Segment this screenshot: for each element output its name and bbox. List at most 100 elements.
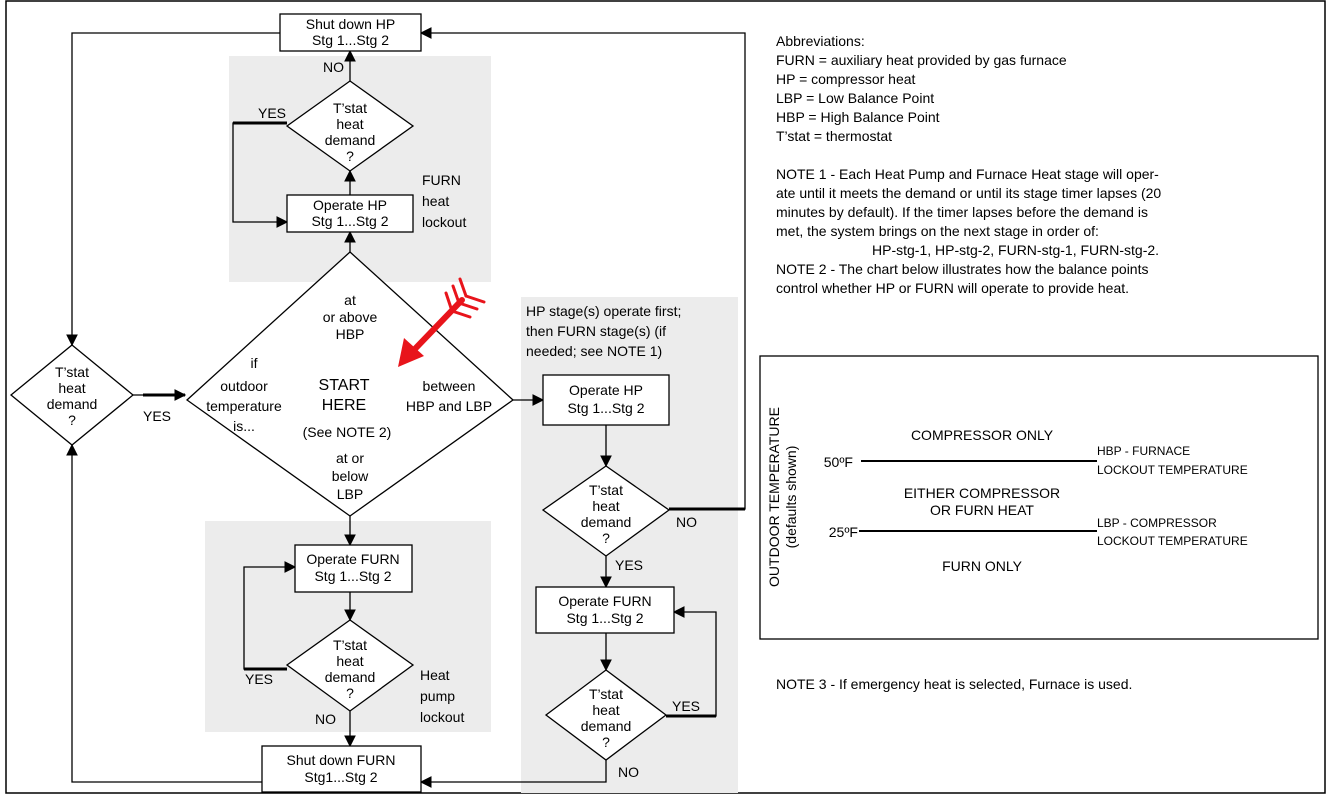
note1-line: NOTE 1 - Each Heat Pump and Furnace Heat… [776, 166, 1159, 182]
decision-tstat-right-upper-line4: ? [602, 530, 610, 546]
label-yes-right-upper: YES [615, 557, 643, 573]
box-operate-hp-top-line1: Operate HP [313, 197, 387, 213]
label-yes-left: YES [143, 408, 171, 424]
start-at-below-line2: below [332, 468, 369, 484]
decision-tstat-right-lower-line4: ? [602, 734, 610, 750]
note1-line: ate until it meets the demand or until i… [776, 185, 1162, 201]
box-operate-hp-right-line1: Operate HP [569, 382, 643, 398]
label-compressor-only: COMPRESSOR ONLY [911, 427, 1054, 443]
hp-first-line2: then FURN stage(s) (if [526, 323, 666, 339]
abbrev-item: T’stat = thermostat [776, 128, 893, 144]
decision-tstat-left-line1: T’stat [55, 364, 89, 380]
label-no-bottom: NO [315, 711, 336, 727]
box-operate-hp-right: Operate HP Stg 1...Stg 2 [542, 374, 670, 426]
start-at-below-line1: at or [336, 450, 364, 466]
start-if-line4: is... [233, 418, 255, 434]
start-at-below-line3: LBP [337, 486, 363, 502]
box-shutdown-furn-line1: Shut down FURN [287, 752, 396, 768]
note2-line: NOTE 2 - The chart below illustrates how… [776, 261, 1149, 277]
box-shutdown-hp-line1: Shut down HP [306, 16, 396, 32]
start-here-line1: START [319, 377, 370, 394]
label-lbp-line2: LOCKOUT TEMPERATURE [1097, 534, 1248, 548]
start-at-above-line3: HBP [336, 326, 365, 342]
decision-start: at or above HBP if outdoor temperature i… [185, 251, 515, 517]
label-either-line2: OR FURN HEAT [930, 502, 1034, 518]
box-operate-furn-bottom-line1: Operate FURN [306, 551, 399, 567]
start-at-above-line1: at [344, 292, 356, 308]
balance-chart-axis-title: OUTDOOR TEMPERATURE [766, 407, 782, 587]
loop-accents [143, 121, 745, 718]
label-either-line1: EITHER COMPRESSOR [904, 485, 1060, 501]
decision-tstat-right-lower-line2: heat [592, 702, 619, 718]
box-operate-furn-right-line1: Operate FURN [558, 593, 651, 609]
start-if-line1: if [251, 355, 258, 371]
label-hbp-line1: HBP - FURNACE [1097, 444, 1190, 458]
label-no-right-lower: NO [618, 764, 639, 780]
label-furn-lockout: FURN heat lockout [422, 172, 466, 230]
decision-tstat-left-line4: ? [68, 412, 76, 428]
notes-panel: Abbreviations: FURN = auxiliary heat pro… [776, 32, 1326, 298]
label-furn-only: FURN ONLY [942, 558, 1023, 574]
note1-line: minutes by default). If the timer lapses… [776, 204, 1148, 220]
label-hp-lockout: Heat pump lockout [420, 667, 464, 725]
hp-lockout-line1: Heat [420, 667, 450, 683]
label-lbp-line1: LBP - COMPRESSOR [1097, 516, 1217, 530]
note3: NOTE 3 - If emergency heat is selected, … [776, 676, 1133, 692]
decision-tstat-right-upper-line2: heat [592, 498, 619, 514]
decision-tstat-right-lower-line3: demand [581, 718, 632, 734]
start-at-above-line2: or above [323, 309, 378, 325]
label-yes-bottom: YES [245, 671, 273, 687]
decision-tstat-left-line3: demand [47, 396, 98, 412]
box-operate-hp-top: Operate HP Stg 1...Stg 2 [286, 194, 414, 233]
decision-tstat-right-upper-line3: demand [581, 514, 632, 530]
decision-tstat-top: T’stat heat demand ? [285, 80, 415, 172]
abbrev-title: Abbreviations: [776, 33, 865, 49]
hp-lockout-line3: lockout [420, 709, 464, 725]
note1-order: HP-stg-1, HP-stg-2, FURN-stg-1, FURN-stg… [872, 242, 1160, 258]
abbrev-item: FURN = auxiliary heat provided by gas fu… [776, 52, 1067, 68]
label-yes-top: YES [258, 105, 286, 121]
box-operate-furn-bottom-line2: Stg 1...Stg 2 [314, 568, 391, 584]
decision-tstat-bottom-line1: T’stat [333, 637, 367, 653]
box-shutdown-furn: Shut down FURN Stg1...Stg 2 [261, 745, 422, 793]
hp-first-line3: needed; see NOTE 1) [526, 343, 662, 359]
furn-lockout-line1: FURN [422, 172, 461, 188]
decision-tstat-top-line2: heat [336, 116, 363, 132]
box-operate-furn-right-line2: Stg 1...Stg 2 [566, 610, 643, 626]
balance-point-chart: OUTDOOR TEMPERATURE (defaults shown) COM… [759, 355, 1319, 640]
start-between-line1: between [423, 378, 476, 394]
start-see-note: (See NOTE 2) [303, 424, 392, 440]
decision-tstat-right-upper: T’stat heat demand ? [541, 465, 671, 557]
decision-tstat-right-lower: T’stat heat demand ? [544, 669, 668, 761]
start-between-line2: HBP and LBP [406, 398, 492, 414]
start-pointer-arrow-icon [398, 277, 486, 367]
box-shutdown-furn-line2: Stg1...Stg 2 [304, 769, 377, 785]
hp-first-line1: HP stage(s) operate first; [526, 303, 681, 319]
decision-tstat-bottom-line4: ? [346, 685, 354, 701]
decision-tstat-left: T’stat heat demand ? [9, 344, 135, 446]
balance-chart-axis-subtitle: (defaults shown) [783, 446, 799, 549]
box-operate-furn-right: Operate FURN Stg 1...Stg 2 [535, 586, 675, 634]
furn-lockout-line3: lockout [422, 214, 466, 230]
decision-tstat-bottom-line3: demand [325, 669, 376, 685]
box-shutdown-hp: Shut down HP Stg 1...Stg 2 [279, 13, 422, 52]
label-no-right-upper: NO [676, 514, 697, 530]
box-operate-hp-right-line2: Stg 1...Stg 2 [567, 400, 644, 416]
note2-line: control whether HP or FURN will operate … [776, 280, 1130, 296]
abbrev-item: HP = compressor heat [776, 71, 916, 87]
decision-tstat-bottom: T’stat heat demand ? [285, 619, 415, 712]
box-operate-hp-top-line2: Stg 1...Stg 2 [311, 213, 388, 229]
abbrev-item: HBP = High Balance Point [776, 109, 940, 125]
abbrev-item: LBP = Low Balance Point [776, 90, 935, 106]
decision-tstat-bottom-line2: heat [336, 653, 363, 669]
box-shutdown-hp-line2: Stg 1...Stg 2 [312, 32, 389, 48]
hp-lockout-line2: pump [420, 688, 455, 704]
decision-tstat-top-line3: demand [325, 132, 376, 148]
balance-chart-frame [759, 355, 1319, 640]
label-hp-first: HP stage(s) operate first; then FURN sta… [526, 303, 681, 359]
label-hbp-line2: LOCKOUT TEMPERATURE [1097, 463, 1248, 477]
decision-tstat-left-line2: heat [58, 380, 85, 396]
decision-tstat-top-line4: ? [346, 148, 354, 164]
label-no-top: NO [323, 59, 344, 75]
